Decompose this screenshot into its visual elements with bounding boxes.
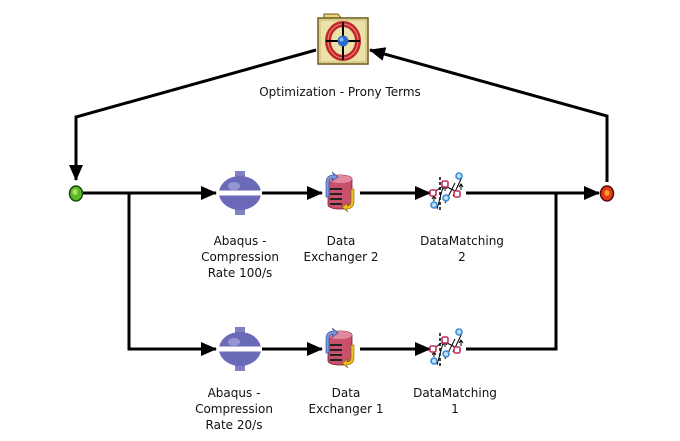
feedback-wire-right [369,47,609,182]
data-matching-icon[interactable] [422,168,472,218]
exchanger-2-label: Data Exchanger 2 [303,234,379,264]
matching-1-label: DataMatching 1 [413,386,497,416]
optimizer-label: Optimization - Prony Terms [259,85,421,99]
wire-split-to-abaqus-1 [127,193,217,356]
feedback-wire-left [69,48,317,181]
abaqus-icon[interactable] [215,324,265,374]
abaqus-1-label: Abaqus - Compression Rate 20/s [195,386,273,432]
data-matching-icon[interactable] [422,324,472,374]
data-exchanger-icon[interactable] [315,324,365,374]
matching-2-label: DataMatching 2 [420,234,504,264]
target-folder-icon[interactable] [316,12,370,66]
abaqus-icon[interactable] [215,168,265,218]
abaqus-2-label: Abaqus - Compression Rate 100/s [201,234,279,280]
exchanger-1-label: Data Exchanger 1 [308,386,384,416]
start-node-icon[interactable] [68,185,84,202]
end-node-icon[interactable] [599,185,615,202]
wire-matching-1-to-join [466,193,558,351]
data-exchanger-icon[interactable] [315,168,365,218]
